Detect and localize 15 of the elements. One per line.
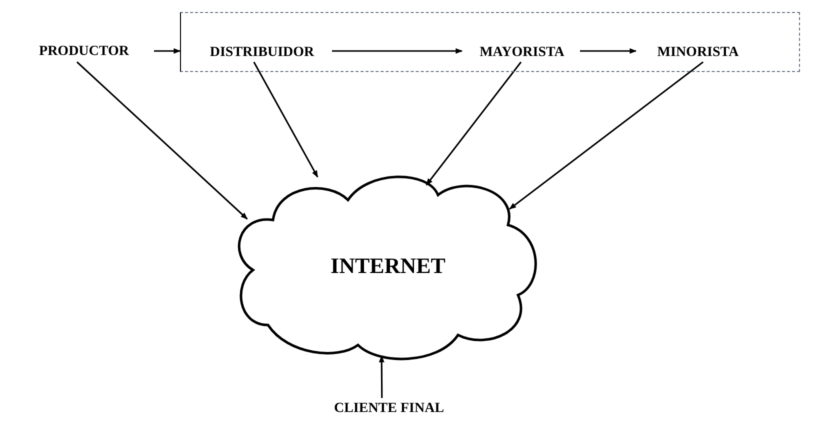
arrow (154, 48, 181, 54)
group-frame (180, 12, 800, 72)
arrow (509, 61, 704, 210)
arrow (253, 62, 318, 178)
node-label: MAYORISTA (480, 44, 564, 62)
arrow (76, 61, 248, 220)
arrow (332, 48, 463, 54)
arrow (580, 48, 637, 54)
cloud-label: INTERNET (330, 252, 446, 280)
node-label: PRODUCTOR (39, 42, 129, 60)
arrow (426, 62, 522, 186)
node-label: CLIENTE FINAL (334, 400, 444, 418)
node-label: DISTRIBUIDOR (210, 44, 314, 62)
node-label: MINORISTA (657, 44, 739, 62)
arrow (378, 355, 384, 398)
